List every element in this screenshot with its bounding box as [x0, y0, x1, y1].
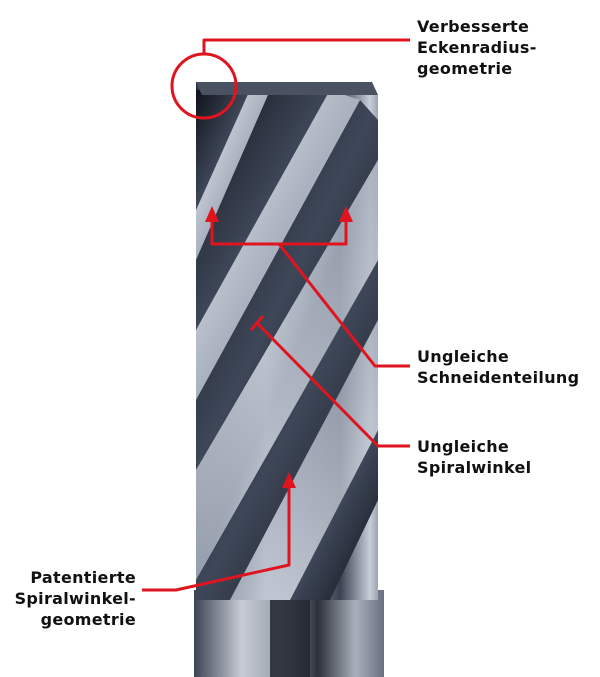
arrow-right-bracket [339, 206, 353, 222]
label-line: Verbesserte [417, 17, 530, 36]
arrow-patented-helix [282, 472, 296, 488]
arrow-left-bracket [205, 206, 219, 222]
helix-angle-leader [255, 321, 410, 448]
annotation-arrowheads [205, 206, 353, 488]
land-3 [196, 160, 378, 580]
annotation-lines [142, 38, 410, 592]
label-line: Spiralwinkel [417, 458, 532, 477]
cutting-division-leader [277, 243, 410, 368]
label-cutting-division: Ungleiche Schneidenteilung [417, 346, 579, 388]
flute-3 [196, 100, 378, 470]
corner-radius-leader [202, 38, 410, 54]
label-corner-radius: Verbesserte Eckenradius- geometrie [417, 16, 537, 79]
label-line: geometrie [40, 610, 136, 629]
flute-4 [196, 260, 378, 600]
tool-end-face [196, 82, 378, 95]
label-line: Ungleiche [417, 437, 510, 456]
label-line: Ungleiche [417, 347, 510, 366]
label-patented-helix: Patentierte Spiralwinkel- geometrie [15, 567, 136, 630]
label-line: geometrie [417, 59, 513, 78]
label-helix-angle: Ungleiche Spiralwinkel [417, 436, 531, 478]
label-line: Schneidenteilung [417, 368, 580, 387]
label-line: Patentierte [30, 568, 136, 587]
fluted-body [196, 82, 378, 600]
label-line: Eckenradius- [417, 38, 537, 57]
patented-helix-leader [142, 484, 291, 592]
shank-dark-band [270, 600, 310, 677]
label-line: Spiralwinkel- [14, 589, 136, 608]
land-4 [230, 320, 378, 600]
